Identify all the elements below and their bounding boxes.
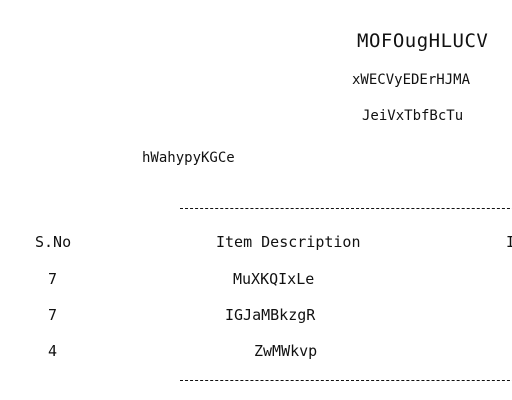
- address-line-1: xWECVyEDErHJMA: [352, 72, 471, 88]
- divider-top: [180, 208, 512, 209]
- item-row-2-sno: 7: [48, 306, 58, 324]
- divider-bottom: [180, 380, 512, 381]
- column-header-partial: I: [506, 233, 512, 251]
- item-row-3-description: ZwMWkvp: [254, 342, 318, 360]
- item-row-1-sno: 7: [48, 270, 58, 288]
- address-line-2: JeiVxTbfBcTu: [362, 108, 464, 124]
- column-header-item-description: Item Description: [216, 233, 361, 251]
- cashier-name: hWahypyKGCe: [142, 150, 235, 166]
- item-row-3-sno: 4: [48, 342, 58, 360]
- column-header-sno: S.No: [35, 233, 72, 251]
- item-row-1-description: MuXKQIxLe: [233, 270, 315, 288]
- store-name: MOFOugHLUCV: [357, 30, 489, 52]
- item-row-2-description: IGJaMBkzgR: [225, 306, 316, 324]
